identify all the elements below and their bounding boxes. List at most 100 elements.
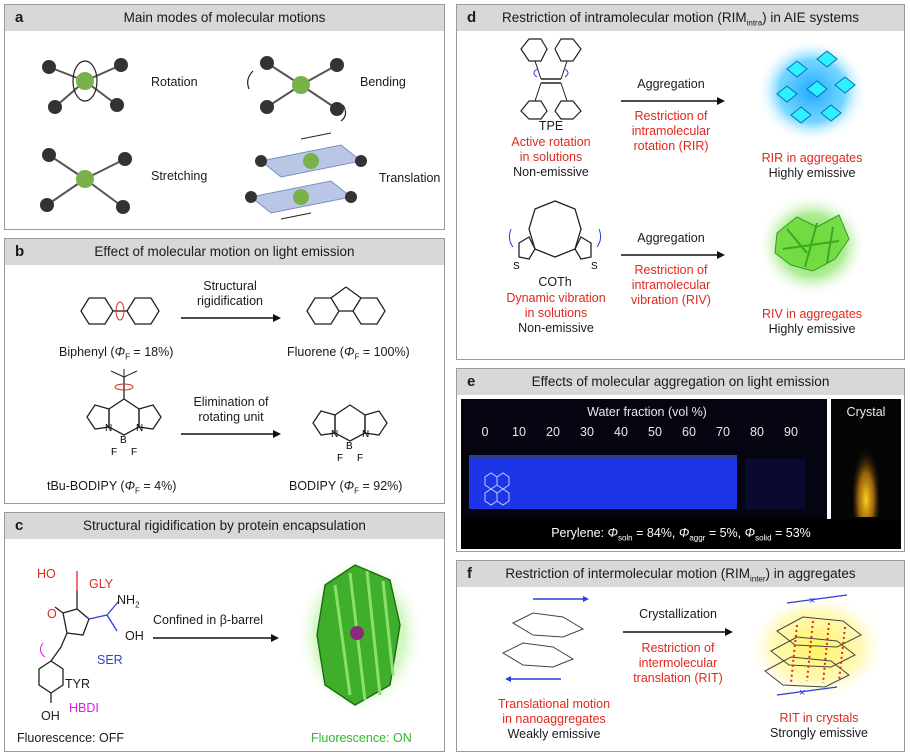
weakly-emissive: Weakly emissive (479, 727, 629, 741)
panel-b: b Effect of molecular motion on light em… (4, 238, 445, 504)
riv-line3: vibration (RIV) (621, 293, 721, 307)
water-fraction-label: Water fraction (vol %) (557, 405, 737, 419)
rit-line3: translation (RIT) (623, 671, 733, 685)
water-fraction-value: 70 (711, 425, 735, 439)
arrow-right-icon (623, 627, 733, 637)
panel-a-title: Main modes of molecular motions (124, 10, 326, 25)
translational-line1: Translational motion (479, 697, 629, 711)
label-translation: Translation (379, 171, 440, 185)
panel-f-tag: f (467, 561, 472, 587)
svg-text:F: F (111, 447, 117, 458)
water-fraction-value: 30 (575, 425, 599, 439)
bodipy-label: BODIPY (ΦF = 92%) (289, 479, 402, 496)
rir-aggregates: RIR in aggregates (747, 151, 877, 165)
arrow-right-icon (181, 313, 281, 323)
stacked-perylene-icon (493, 595, 613, 685)
panel-a-header: a Main modes of molecular motions (5, 5, 444, 31)
panel-d-tag: d (467, 5, 476, 31)
panel-e-header: e Effects of molecular aggregation on li… (457, 369, 904, 395)
tbu-bodipy-label: tBu-BODIPY (ΦF = 4%) (47, 479, 176, 496)
biphenyl-label: Biphenyl (ΦF = 18%) (59, 345, 173, 362)
svg-text:N: N (331, 429, 338, 440)
tpe-red-line1: Active rotation (491, 135, 611, 149)
panel-c: c Structural rigidification by protein e… (4, 512, 445, 752)
label-rotation: Rotation (151, 75, 198, 89)
label-aggregation-1: Aggregation (621, 77, 721, 91)
rit-line1: Restriction of (623, 641, 733, 655)
biphenyl-structure-icon (75, 291, 165, 331)
translation-molecule-icon (241, 131, 391, 223)
panel-d-title: Restriction of intramolecular motion (RI… (502, 10, 859, 25)
bending-molecule-icon (241, 45, 351, 125)
svg-text:F: F (337, 453, 343, 464)
cyan-aggregate-icon (757, 39, 867, 143)
panel-b-header: b Effect of molecular motion on light em… (5, 239, 444, 265)
arrow-right-icon (621, 250, 725, 260)
panel-c-title: Structural rigidification by protein enc… (83, 518, 366, 533)
green-aggregate-icon (757, 193, 867, 297)
panel-f-header: f Restriction of intermolecular motion (… (457, 561, 904, 587)
label-aggregation-2: Aggregation (621, 231, 721, 245)
crystal-stack-icon: × × (747, 591, 887, 701)
panel-d: d Restriction of intramolecular motion (… (456, 4, 905, 360)
svg-text:N: N (105, 423, 112, 434)
perylene-caption: Perylene: Φsoln = 84%, Φaggr = 5%, Φsoli… (461, 526, 901, 543)
label-crystallization: Crystallization (623, 607, 733, 621)
crystal-label: Crystal (831, 405, 901, 419)
label-tyr: TYR (65, 677, 90, 691)
tbu-bodipy-structure-icon: N N B F F (69, 369, 179, 459)
panel-e-tag: e (467, 369, 475, 395)
svg-text:×: × (799, 687, 805, 699)
rit-line2: intermolecular (623, 656, 733, 670)
svg-text:B: B (120, 435, 127, 446)
label-stretching: Stretching (151, 169, 207, 183)
rotation-molecule-icon (35, 43, 135, 123)
water-fraction-value: 60 (677, 425, 701, 439)
panel-b-title: Effect of molecular motion on light emis… (94, 244, 354, 259)
label-oh: OH (125, 629, 144, 643)
label-nh2: NH2 (117, 593, 140, 610)
panel-c-header: c Structural rigidification by protein e… (5, 513, 444, 539)
label-o: O (47, 607, 57, 621)
fluorene-label: Fluorene (ΦF = 100%) (287, 345, 410, 362)
tpe-non-emissive: Non-emissive (491, 165, 611, 179)
panel-b-tag: b (15, 239, 24, 265)
label-oh-phenol: OH (41, 709, 60, 723)
svg-text:B: B (346, 441, 353, 452)
label-coth: COTh (525, 275, 585, 289)
arrow1-label-line2: rigidification (185, 294, 275, 308)
water-fraction-value: 10 (507, 425, 531, 439)
rir-line3: rotation (RIR) (621, 139, 721, 153)
arrow2-label-line1: Elimination of (181, 395, 281, 409)
panel-e-title: Effects of molecular aggregation on ligh… (532, 374, 830, 389)
panel-a-tag: a (15, 5, 23, 31)
tpe-structure-icon (501, 39, 601, 119)
rir-line1: Restriction of (621, 109, 721, 123)
coth-structure-icon: S S (505, 195, 605, 275)
riv-highly-emissive: Highly emissive (747, 322, 877, 336)
stretching-molecule-icon (33, 133, 143, 223)
strongly-emissive: Strongly emissive (749, 726, 889, 740)
label-ser: SER (97, 653, 123, 667)
svg-text:F: F (357, 453, 363, 464)
panel-c-tag: c (15, 513, 23, 539)
svg-text:S: S (513, 261, 520, 272)
arrow-right-icon (153, 633, 279, 643)
panel-e: e Effects of molecular aggregation on li… (456, 368, 905, 552)
svg-text:N: N (136, 423, 143, 434)
gfp-beta-barrel-icon (295, 555, 425, 715)
water-fraction-value: 40 (609, 425, 633, 439)
water-fraction-value: 90 (779, 425, 803, 439)
label-gly: GLY (89, 577, 113, 591)
arrow-right-icon (181, 429, 281, 439)
water-fraction-value: 80 (745, 425, 769, 439)
rir-line2: intramolecular (621, 124, 721, 138)
panel-d-header: d Restriction of intramolecular motion (… (457, 5, 904, 31)
label-fluorescence-on: Fluorescence: ON (311, 731, 412, 745)
label-fluorescence-off: Fluorescence: OFF (17, 731, 124, 745)
riv-aggregates: RIV in aggregates (747, 307, 877, 321)
riv-line1: Restriction of (621, 263, 721, 277)
coth-red-line1: Dynamic vibration (491, 291, 621, 305)
svg-text:×: × (809, 595, 815, 607)
